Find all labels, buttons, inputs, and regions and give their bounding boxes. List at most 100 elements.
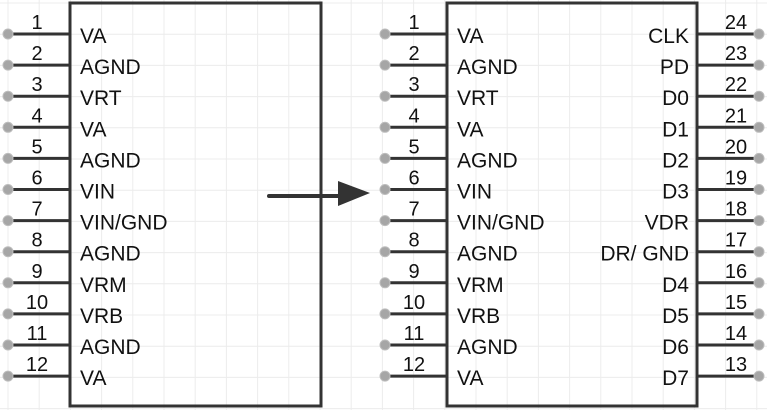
pin-endpoint[interactable] [753, 339, 765, 351]
pin-label: D0 [662, 87, 689, 110]
pin-endpoint[interactable] [2, 370, 14, 382]
pin-label: D7 [662, 367, 689, 390]
chip-after[interactable]: 1VA2AGND3VRT4VA5AGND6VIN7VIN/GND8AGND9VR… [379, 1, 765, 408]
pin-label: VDR [645, 212, 689, 235]
pin-number: 11 [404, 323, 425, 345]
pin-1[interactable]: 1VA [2, 12, 106, 48]
pin-endpoint[interactable] [753, 28, 765, 40]
pin-endpoint[interactable] [379, 277, 391, 289]
pin-endpoint[interactable] [2, 215, 14, 227]
pin-label: VA [457, 367, 483, 390]
pin-number: 10 [26, 292, 48, 314]
pin-number: 18 [725, 199, 747, 221]
pin-label: VA [457, 118, 483, 141]
chip-body [68, 1, 323, 408]
pin-endpoint[interactable] [379, 308, 391, 320]
pin-number: 16 [725, 261, 747, 283]
pin-4[interactable]: 4VA [379, 105, 483, 141]
pin-1[interactable]: 1VA [379, 12, 483, 48]
pin-number: 9 [31, 261, 42, 283]
pin-4[interactable]: 4VA [2, 105, 106, 141]
chip-body [445, 1, 699, 408]
pin-label: VIN/GND [457, 212, 545, 235]
pin-endpoint[interactable] [753, 121, 765, 133]
pin-endpoint[interactable] [2, 308, 14, 320]
pin-endpoint[interactable] [753, 277, 765, 289]
pin-endpoint[interactable] [2, 152, 14, 164]
pin-endpoint[interactable] [379, 215, 391, 227]
pin-endpoint[interactable] [753, 246, 765, 258]
pin-endpoint[interactable] [379, 339, 391, 351]
pin-endpoint[interactable] [2, 184, 14, 195]
pin-label: AGND [80, 336, 141, 359]
pin-label: CLK [648, 25, 689, 48]
pin-endpoint[interactable] [379, 246, 391, 258]
pin-endpoint[interactable] [379, 370, 391, 382]
pin-endpoint[interactable] [2, 277, 14, 289]
pin-endpoint[interactable] [753, 308, 765, 320]
pin-endpoint[interactable] [379, 59, 391, 71]
pin-endpoint[interactable] [753, 59, 765, 71]
pin-number: 7 [408, 199, 419, 221]
pin-endpoint[interactable] [2, 59, 14, 71]
pin-endpoint[interactable] [379, 28, 391, 40]
pin-label: PD [660, 56, 689, 79]
pin-label: AGND [80, 243, 141, 266]
pin-endpoint[interactable] [753, 152, 765, 164]
pin-number: 5 [31, 136, 42, 158]
pin-endpoint[interactable] [2, 246, 14, 258]
pin-endpoint[interactable] [379, 90, 391, 102]
pin-endpoint[interactable] [2, 28, 14, 40]
pin-endpoint[interactable] [2, 121, 14, 133]
arrow-head-icon [338, 181, 370, 206]
pin-endpoint[interactable] [2, 339, 14, 351]
pin-endpoint[interactable] [379, 152, 391, 164]
pin-endpoint[interactable] [753, 184, 765, 195]
pin-endpoint[interactable] [2, 90, 14, 102]
pin-label: VRM [80, 274, 127, 297]
pin-endpoint[interactable] [379, 184, 391, 195]
pin-number: 1 [31, 12, 42, 34]
pin-endpoint[interactable] [753, 90, 765, 102]
pin-number: 19 [725, 168, 747, 190]
pin-endpoint[interactable] [753, 215, 765, 227]
pin-endpoint[interactable] [753, 370, 765, 382]
pin-number: 22 [725, 74, 747, 96]
chip-before[interactable]: 1VA2AGND3VRT4VA5AGND6VIN7VIN/GND8AGND9VR… [2, 1, 323, 408]
pin-label: AGND [457, 336, 518, 359]
pin-endpoint[interactable] [379, 121, 391, 133]
